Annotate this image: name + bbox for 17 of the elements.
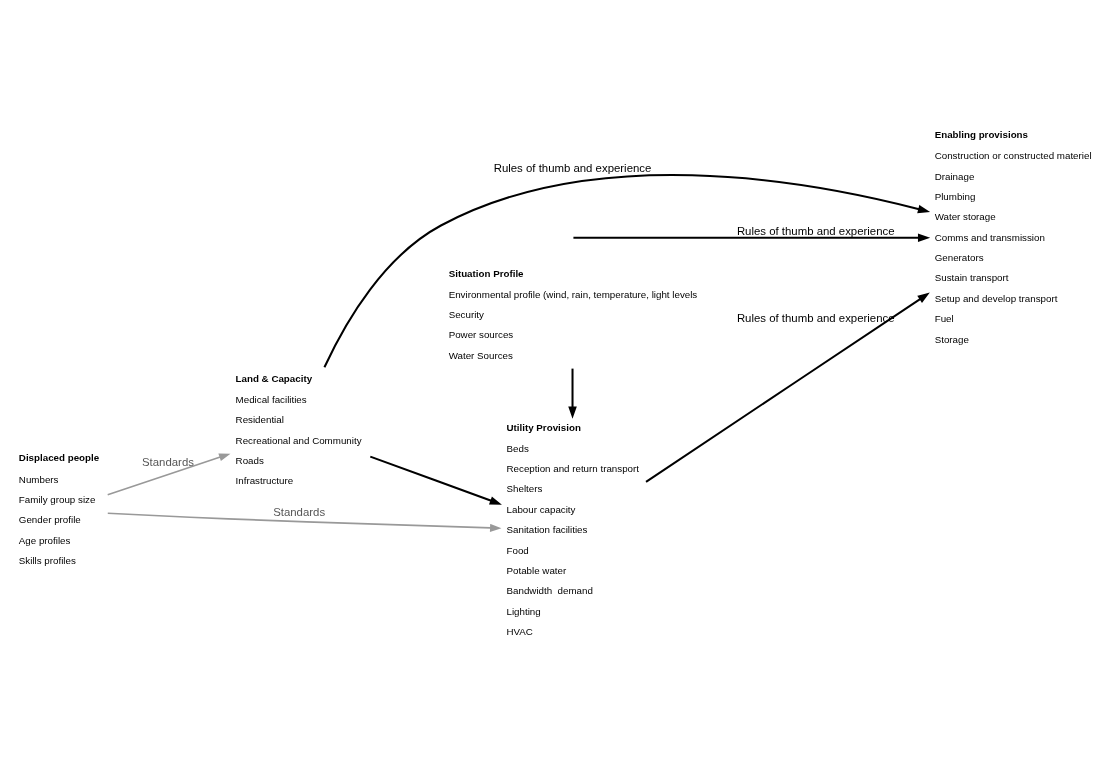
node-text: Situation Profile Environmental profile (wind, rain, temperature, light levels Security Power sources Water Sources: [448, 267, 698, 361]
arrow: [369, 455, 502, 505]
node-text: Displaced people Numbers Family group size Gender profile Age profiles Skills profiles: [18, 451, 100, 566]
edge-label: Rules of thumb and experience: [736, 224, 895, 237]
edge-label: Rules of thumb and experience: [493, 161, 652, 174]
edge-label: Standards: [141, 455, 194, 468]
edge-label: Rules of thumb and experience: [736, 311, 895, 324]
node-text: Land & Capacity Medical facilities Residential Recreational and Community Roads Infrastructure: [235, 372, 362, 486]
arrow: [645, 292, 930, 483]
arrow: [568, 368, 577, 419]
arrow: [106, 452, 231, 496]
node-text: Enabling provisions Construction or constructed materiel Drainage Plumbing Water storage Comms and transmission Generators Sustain transport Setup and develop transport Fuel Storage: [934, 128, 1092, 345]
arrow: [573, 232, 931, 242]
node-text: Utility Provision Beds Reception and return transport Shelters Labour capacity Sanitation facilities Food Potable water Bandwidth demand Lighting HVAC: [506, 421, 639, 637]
arrow: [323, 173, 931, 368]
edge-label: Standards: [273, 505, 326, 518]
arrow: [106, 511, 502, 532]
